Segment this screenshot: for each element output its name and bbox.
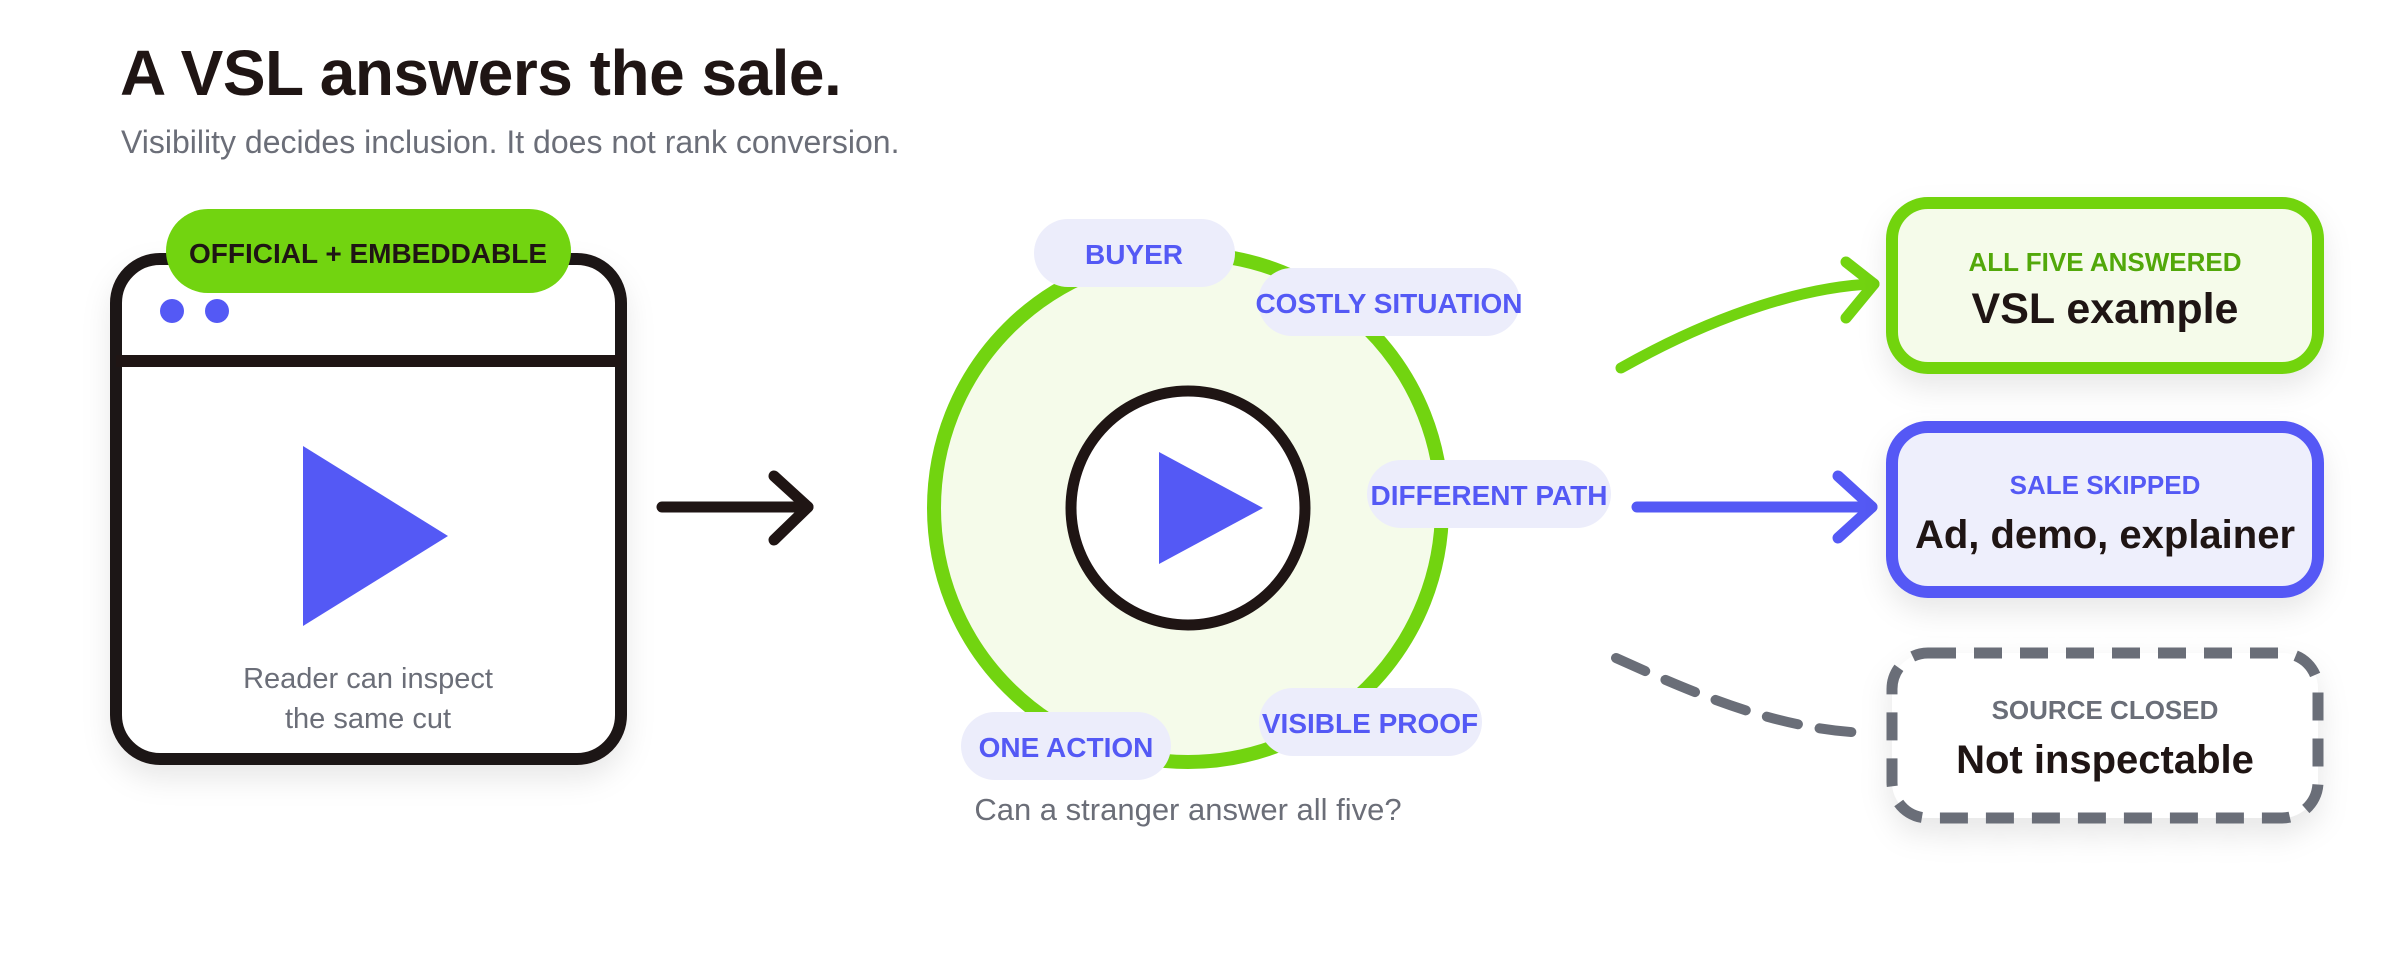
tag-visible-proof: VISIBLE PROOF xyxy=(1259,688,1482,756)
window-dot-icon xyxy=(160,299,184,323)
tag-different-path: DIFFERENT PATH xyxy=(1367,460,1611,528)
svg-text:ONE ACTION: ONE ACTION xyxy=(979,732,1154,763)
outcome-label: SOURCE CLOSED xyxy=(1992,695,2219,725)
player-caption-line2: the same cut xyxy=(285,703,451,735)
tag-one-action: ONE ACTION xyxy=(961,712,1171,780)
play-icon xyxy=(1159,452,1263,564)
svg-text:DIFFERENT PATH: DIFFERENT PATH xyxy=(1371,480,1608,511)
questions-circle xyxy=(927,247,1449,769)
arrow-right-icon xyxy=(656,470,814,546)
svg-text:VISIBLE PROOF: VISIBLE PROOF xyxy=(1262,708,1478,739)
outcome-card-skipped: SALE SKIPPED Ad, demo, explainer xyxy=(1886,421,2324,598)
svg-text:COSTLY SITUATION: COSTLY SITUATION xyxy=(1255,288,1522,319)
circle-question: Can a stranger answer all five? xyxy=(974,792,1401,827)
outcome-card-included: ALL FIVE ANSWERED VSL example xyxy=(1886,197,2324,374)
dashed-connector xyxy=(1611,653,1873,738)
page-title: A VSL answers the sale. xyxy=(120,37,842,109)
outcome-label: ALL FIVE ANSWERED xyxy=(1968,247,2241,277)
arrow-right-icon xyxy=(1615,256,1880,374)
outcome-card-closed: SOURCE CLOSED Not inspectable xyxy=(1886,647,2324,824)
tag-costly-situation: COSTLY SITUATION xyxy=(1255,268,1523,336)
official-badge: OFFICIAL + EMBEDDABLE xyxy=(166,209,571,293)
outcome-title: Not inspectable xyxy=(1956,738,2254,782)
official-badge-label: OFFICIAL + EMBEDDABLE xyxy=(189,238,547,269)
play-icon xyxy=(303,446,448,626)
arrow-right-icon xyxy=(1631,470,1878,544)
video-player-card: Reader can inspect the same cut xyxy=(110,253,627,765)
outcome-title: VSL example xyxy=(1972,285,2239,333)
window-dot-icon xyxy=(205,299,229,323)
page-subtitle: Visibility decides inclusion. It does no… xyxy=(121,124,900,160)
outcome-title: Ad, demo, explainer xyxy=(1915,513,2295,557)
player-caption-line1: Reader can inspect xyxy=(243,663,493,695)
tag-buyer: BUYER xyxy=(1034,219,1235,287)
svg-text:BUYER: BUYER xyxy=(1085,239,1183,270)
outcome-label: SALE SKIPPED xyxy=(2010,470,2201,500)
